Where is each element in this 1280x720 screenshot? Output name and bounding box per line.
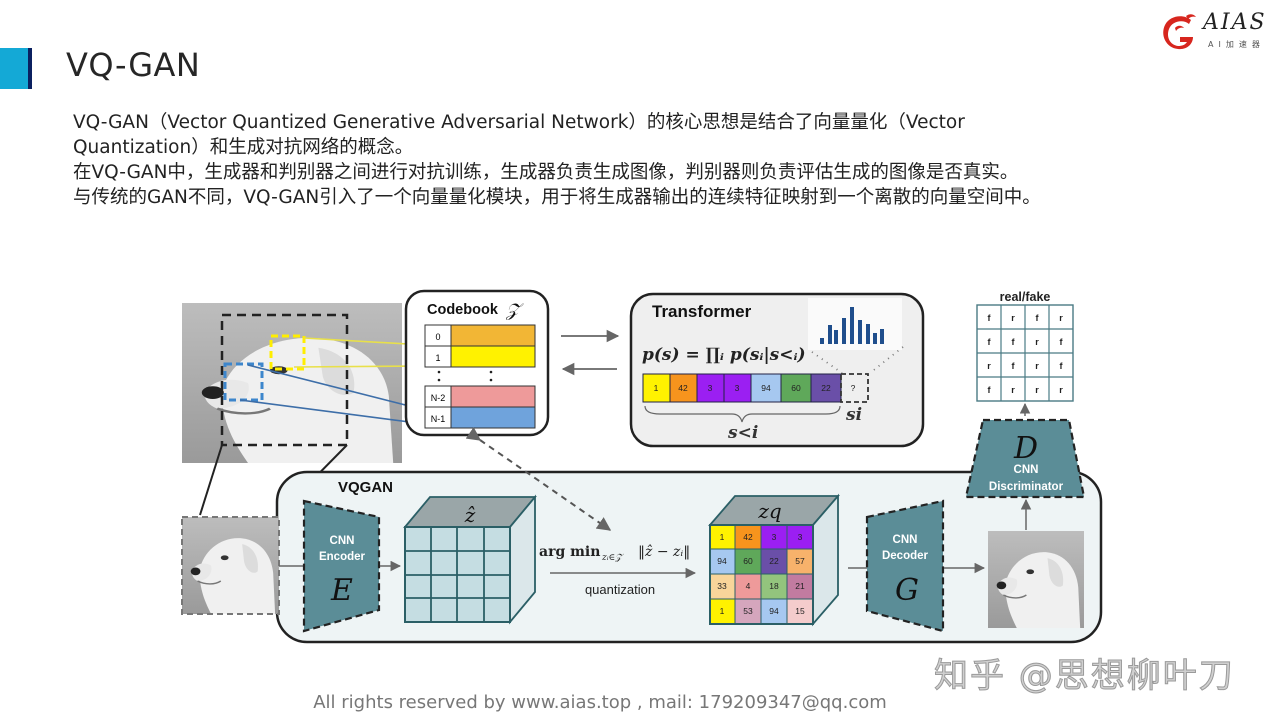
svg-text:arg min: arg min — [539, 544, 600, 560]
slide-title: VQ-GAN — [66, 46, 201, 84]
svg-text:42: 42 — [743, 532, 753, 542]
cnn-discriminator: D CNN Discriminator — [964, 418, 1086, 499]
svg-text:4: 4 — [746, 581, 751, 591]
svg-text:r: r — [1059, 385, 1063, 395]
svg-text:22: 22 — [821, 383, 831, 393]
svg-text:94: 94 — [717, 556, 727, 566]
title-accent-bar-edge — [28, 48, 32, 89]
cnn-decoder: CNN Decoder G — [865, 499, 945, 633]
input-image — [181, 516, 280, 615]
svg-text:Discriminator: Discriminator — [989, 481, 1064, 493]
svg-text:r: r — [1035, 337, 1039, 347]
cnn-encoder: CNN Encoder E — [302, 499, 381, 633]
svg-text:f: f — [988, 385, 992, 395]
logo-subtitle: AI加速器 — [1208, 40, 1265, 49]
svg-text:15: 15 — [795, 606, 805, 616]
dragon-logo-icon — [1163, 14, 1196, 50]
svg-text:Encoder: Encoder — [319, 551, 366, 563]
quantization-step: arg min zᵢ∈𝒵 ‖ẑ − zᵢ‖ quantization — [539, 543, 697, 597]
transformer-formula: p(s) = ∏ᵢ p(sᵢ|s<ᵢ) — [642, 345, 806, 365]
body-text: VQ-GAN（Vector Quantized Generative Adver… — [73, 110, 1193, 210]
svg-text:f: f — [1012, 361, 1016, 371]
svg-text:f: f — [988, 313, 992, 323]
svg-text:r: r — [987, 361, 991, 371]
input-image-large — [182, 303, 402, 463]
probability-histogram — [820, 307, 884, 344]
svg-text:60: 60 — [743, 556, 753, 566]
svg-text:21: 21 — [795, 581, 805, 591]
logo-wordmark: AIAS — [1203, 10, 1267, 35]
svg-text:‖ẑ − zᵢ‖: ‖ẑ − zᵢ‖ — [638, 543, 690, 560]
svg-text:1: 1 — [435, 353, 440, 363]
svg-text:r: r — [1011, 313, 1015, 323]
z-hat-tensor: ẑ — [403, 494, 537, 625]
transformer-title: Transformer — [652, 302, 752, 321]
svg-text:ẑ: ẑ — [464, 503, 476, 527]
svg-text:f: f — [1060, 361, 1064, 371]
svg-text:real/fake: real/fake — [1000, 290, 1051, 304]
svg-text:60: 60 — [791, 383, 801, 393]
s-less-i-label: s<i — [727, 423, 758, 443]
paragraph-2: 在VQ-GAN中，生成器和判别器之间进行对抗训练，生成器负责生成图像，判别器则负… — [73, 162, 1019, 183]
svg-text:f: f — [1012, 337, 1016, 347]
svg-text:CNN: CNN — [1014, 464, 1039, 476]
footer-copyright: All rights reserved by www.aias.top , ma… — [313, 692, 887, 713]
svg-text:N-1: N-1 — [431, 414, 446, 424]
svg-text:18: 18 — [769, 581, 779, 591]
svg-text:zq: zq — [757, 499, 781, 523]
codebook-symbol: 𝒵 — [505, 300, 524, 321]
svg-text:quantization: quantization — [585, 582, 655, 597]
svg-text:94: 94 — [769, 606, 779, 616]
svg-text:G: G — [895, 573, 919, 608]
svg-text:N-2: N-2 — [431, 393, 446, 403]
svg-text:22: 22 — [769, 556, 779, 566]
svg-text:0: 0 — [435, 332, 440, 342]
svg-text:Decoder: Decoder — [882, 550, 929, 562]
codebook-panel: Codebook 𝒵 0 1 N-2 N-1 — [404, 289, 550, 437]
crop-region — [220, 313, 349, 447]
svg-text:1: 1 — [654, 383, 659, 393]
svg-text:r: r — [1035, 361, 1039, 371]
svg-text:f: f — [988, 337, 992, 347]
token-sequence: 1 42 3 3 94 60 22 ? — [642, 373, 869, 403]
yellow-patch — [269, 334, 306, 371]
svg-text:r: r — [1011, 385, 1015, 395]
codebook-title: Codebook — [427, 302, 499, 318]
svg-text:3: 3 — [798, 532, 803, 542]
svg-text:f: f — [1060, 337, 1064, 347]
svg-text:57: 57 — [795, 556, 805, 566]
reconstructed-image — [988, 531, 1084, 628]
svg-text:94: 94 — [761, 383, 771, 393]
svg-text:1: 1 — [720, 532, 725, 542]
vqgan-label: VQGAN — [338, 479, 393, 496]
paragraph-1: VQ-GAN（Vector Quantized Generative Adver… — [73, 112, 965, 158]
svg-text:3: 3 — [772, 532, 777, 542]
svg-text:r: r — [1059, 313, 1063, 323]
svg-text:D: D — [1013, 431, 1038, 466]
transformer-panel: Transformer p(s) = ∏ᵢ p(sᵢ|s<ᵢ) 1 42 3 3 — [629, 292, 925, 448]
title-accent-bar — [0, 48, 28, 89]
svg-text:f: f — [1036, 313, 1040, 323]
svg-text:42: 42 — [678, 383, 688, 393]
paragraph-3: 与传统的GAN不同，VQ-GAN引入了一个向量量化模块，用于将生成器输出的连续特… — [73, 187, 1041, 208]
svg-text:CNN: CNN — [893, 534, 918, 546]
svg-text:33: 33 — [717, 581, 727, 591]
svg-text:CNN: CNN — [330, 535, 355, 547]
svg-text:E: E — [330, 573, 353, 608]
svg-text:?: ? — [851, 383, 856, 393]
svg-text:53: 53 — [743, 606, 753, 616]
zhihu-watermark: 知乎 @思想柳叶刀 — [934, 656, 1235, 697]
svg-text:r: r — [1035, 385, 1039, 395]
svg-text:zᵢ∈𝒵: zᵢ∈𝒵 — [601, 553, 624, 563]
svg-text:1: 1 — [720, 606, 725, 616]
svg-text:3: 3 — [708, 383, 713, 393]
svg-text:3: 3 — [735, 383, 740, 393]
real-fake-output: real/fake f r f r f f r f r f r f f r r r — [976, 290, 1074, 402]
s-i-label: si — [845, 405, 862, 425]
aias-logo: AIAS AI加速器 — [1158, 10, 1270, 54]
